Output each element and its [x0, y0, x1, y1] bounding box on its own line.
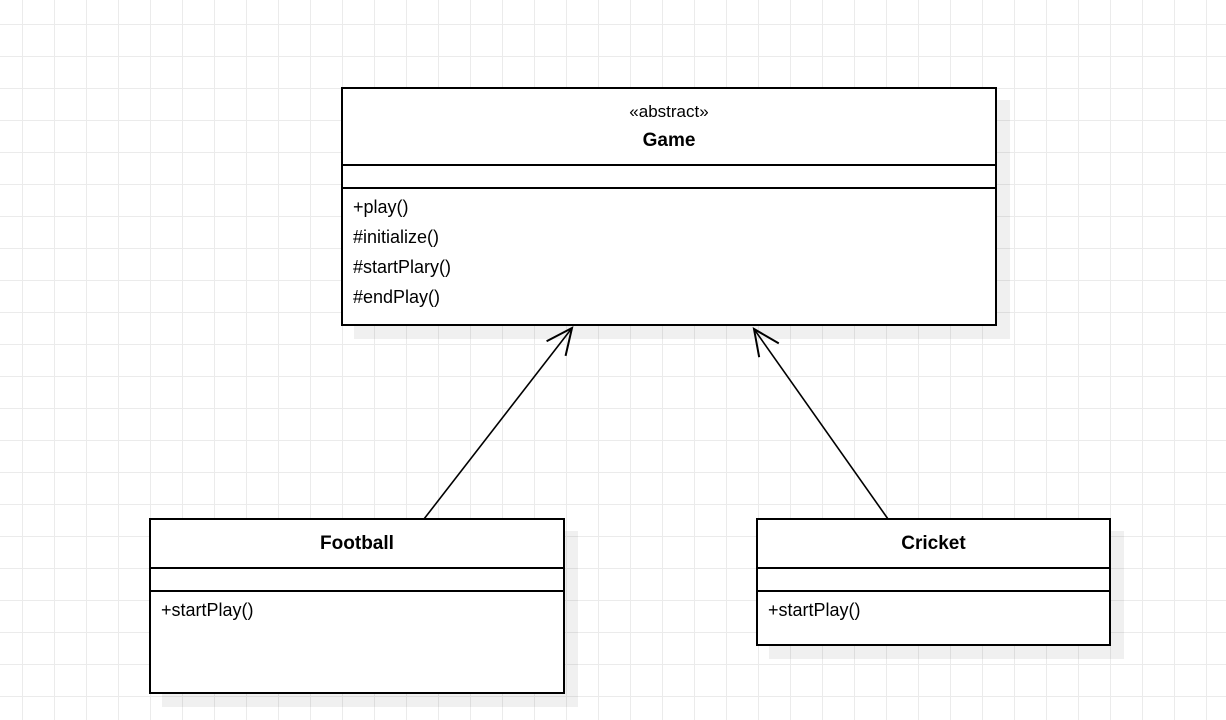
class-game-methods-compartment: +play() #initialize() #startPlary() #end…: [343, 189, 995, 312]
class-box-game[interactable]: «abstract» Game +play() #initialize() #s…: [341, 87, 997, 326]
class-cricket-attributes-compartment: [758, 569, 1109, 592]
method-endplay: #endPlay(): [353, 287, 441, 307]
class-box-cricket[interactable]: Cricket +startPlay(): [756, 518, 1111, 646]
class-game-name: Game: [642, 129, 696, 151]
method-play: +play(): [353, 197, 409, 217]
method-initialize: #initialize(): [353, 227, 440, 247]
class-football-name: Football: [320, 532, 394, 554]
method-cricket-startplay: +startPlay(): [768, 600, 861, 620]
class-game-attributes-compartment: [343, 166, 995, 189]
class-football-methods-compartment: +startPlay(): [151, 592, 563, 625]
class-cricket-methods-compartment: +startPlay(): [758, 592, 1109, 625]
method-startplary: #startPlary(): [353, 257, 452, 277]
class-game-title-compartment: «abstract» Game: [343, 89, 995, 166]
class-cricket-title-compartment: Cricket: [758, 520, 1109, 569]
method-football-startplay: +startPlay(): [161, 600, 254, 620]
class-box-football[interactable]: Football +startPlay(): [149, 518, 565, 694]
class-football-title-compartment: Football: [151, 520, 563, 569]
class-football-attributes-compartment: [151, 569, 563, 592]
generalization-arrow-cricket-to-game[interactable]: [752, 327, 889, 520]
generalization-arrow-football-to-game[interactable]: [423, 326, 574, 520]
class-game-stereotype: «abstract»: [629, 101, 709, 121]
class-cricket-name: Cricket: [901, 532, 966, 554]
